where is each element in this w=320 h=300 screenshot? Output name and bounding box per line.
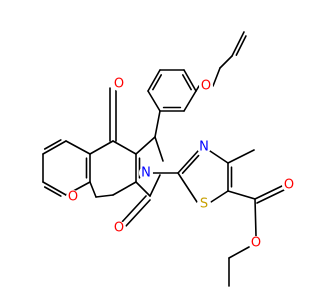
bond-benzo-1 [42,140,67,155]
bond-pyrrol-1 [135,136,156,155]
bond-methyl [227,149,255,164]
bond-ph-link [154,110,161,138]
atom-n-lactam: N [139,166,153,181]
atom-s-thiazole: S [197,197,211,212]
atom-label-o-ether-allyl: O [201,79,211,94]
bond-ph-5 [183,90,197,112]
bond-thz-c5-s [210,190,229,203]
bond-benzo-2 [65,140,91,155]
bond-pyran-6 [89,181,97,198]
bond-ph-4-double [181,74,192,91]
bond-o-ethyl-ch2 [228,246,250,259]
atom-label-o-ring-chromene: O [68,190,78,205]
bond-ch-ch2-double [235,35,247,56]
bond-pyrrol-2 [154,136,164,162]
atom-label-n-lactam: N [141,166,151,181]
bond-pyran-1 [89,140,114,155]
atom-o-ether-allyl: O [199,79,213,94]
bond-lactam-co-a [121,195,147,223]
atom-label-o-carbonyl-top: O [114,77,124,92]
atom-o-ring-chromene: O [66,190,80,205]
bond-ph-2-double [152,74,163,91]
bond-ph-4 [183,69,197,92]
bond-ch2-ch [219,55,233,69]
bond-ester-co-a [254,185,283,200]
atom-o-carbonyl-top: O [112,77,126,92]
bond-pyran-5 [95,194,114,198]
bond-pyrrol-4 [135,181,151,197]
atom-labels: O O O O N N S O [66,77,296,251]
bond-benzo-1-double [43,139,62,150]
bond-pyrrol-3 [149,174,161,197]
bond-thz-n-c4 [209,150,229,164]
bond-ester-c-o [254,198,257,237]
molecule-structure-diagram: O O O O N N S O [42,31,296,287]
atom-label-s-thiazole: S [200,197,208,212]
bond-ester-co-b [256,189,285,204]
bond-thz-c2-n [177,150,199,174]
bond-thz-s-c2 [177,172,198,203]
bond-ph-2 [147,69,161,92]
atom-label-o-carbonyl-lactam: O [114,221,124,236]
bond-ar-o [195,85,200,92]
bond-c5-cester [227,190,256,200]
atom-o-ester-carbonyl: O [282,178,296,193]
bond-lines [42,31,285,287]
atom-n-thiazole: N [197,140,211,155]
atom-o-ester-ether: O [249,236,263,251]
bond-benzo-5 [42,181,67,196]
bond-thz-c2-n-double [181,154,200,174]
bond-ch-ch2 [231,31,245,57]
bond-pyran-4 [112,181,137,196]
atom-o-carbonyl-lactam: O [112,221,126,236]
atom-label-n-thiazole: N [199,140,209,155]
atom-label-o-ester-carbonyl: O [284,178,294,193]
bond-ph-1 [147,90,161,112]
bond-pyran-2 [112,140,137,155]
bond-benzo-5-double [43,186,62,197]
atom-label-o-ester-ether: O [251,236,261,251]
bond-o-ch2 [212,67,221,87]
bond-lactam-co-b [125,199,151,227]
